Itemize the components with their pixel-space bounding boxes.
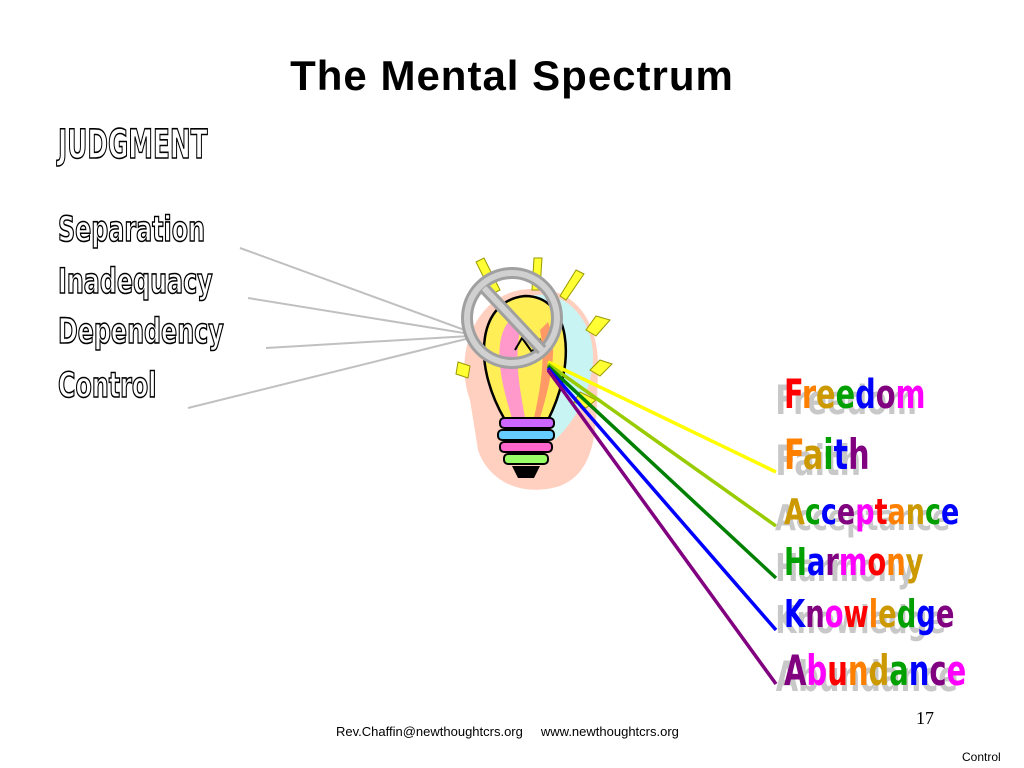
- letter: h: [848, 430, 870, 479]
- letter: F: [784, 430, 803, 479]
- positive-item-faith: Faith Faith: [775, 430, 870, 485]
- negative-item-separation: Separation: [57, 209, 206, 251]
- positive-item-label: Abundance: [784, 646, 966, 695]
- ray-blue: [546, 366, 778, 632]
- letter: d: [855, 372, 876, 418]
- letter: e: [836, 492, 856, 533]
- positive-item-abundance: Abundance Abundance: [776, 646, 967, 701]
- judgment-heading: JUDGMENT: [58, 121, 209, 169]
- slide-title: The Mental Spectrum: [290, 52, 734, 99]
- ray-yellow: [547, 360, 777, 474]
- letter: r: [801, 372, 817, 418]
- letter: A: [784, 646, 807, 695]
- letter: t: [833, 430, 849, 479]
- letter: g: [916, 592, 936, 636]
- letter: r: [825, 540, 839, 584]
- negative-line: [247, 297, 471, 335]
- letter: e: [946, 646, 967, 695]
- corner-label: Control: [962, 750, 1001, 764]
- letter: y: [905, 540, 924, 584]
- letter: e: [878, 592, 897, 636]
- letter: t: [874, 492, 888, 533]
- letter: a: [806, 540, 826, 584]
- ray-purple: [546, 368, 778, 686]
- positive-item-shadow: Freedom: [775, 378, 917, 424]
- letter: b: [806, 646, 828, 695]
- letter: l: [868, 592, 879, 636]
- letter: o: [875, 372, 896, 418]
- negative-line: [187, 337, 471, 409]
- letter: a: [889, 646, 909, 695]
- negative-item-inadequacy: Inadequacy: [57, 261, 213, 303]
- prohibition-icon: [461, 267, 563, 369]
- letter: c: [924, 492, 941, 533]
- letter: F: [784, 372, 802, 418]
- ray-green: [546, 364, 778, 580]
- positive-item-freedom: Freedom Freedom: [775, 372, 926, 424]
- negative-lines: [187, 247, 471, 409]
- letter: n: [886, 540, 906, 584]
- letter: n: [908, 646, 930, 695]
- positive-item-knowledge: Knowledge Knowledge: [775, 592, 954, 642]
- positive-item-label: Harmony: [784, 540, 924, 584]
- letter: e: [816, 372, 836, 418]
- positive-item-shadow: Faith: [775, 436, 862, 485]
- letter: a: [802, 430, 824, 479]
- letter: A: [784, 492, 805, 533]
- letter: c: [820, 492, 837, 533]
- letter: e: [935, 592, 955, 636]
- letter: d: [896, 592, 917, 636]
- positive-item-label: Freedom: [784, 372, 926, 418]
- letter: o: [824, 592, 844, 636]
- letter: K: [784, 592, 806, 636]
- positive-item-shadow: Acceptance: [775, 498, 951, 539]
- negative-line: [265, 335, 471, 349]
- positive-item-shadow: Knowledge: [775, 598, 946, 642]
- letter: m: [895, 372, 926, 418]
- letter: w: [843, 592, 869, 636]
- letter: u: [827, 646, 848, 695]
- page-number: 17: [916, 708, 934, 728]
- letter: e: [940, 492, 960, 533]
- letter: i: [823, 430, 834, 479]
- letter: n: [847, 646, 869, 695]
- negative-item-dependency: Dependency: [57, 311, 224, 353]
- positive-item-shadow: Harmony: [775, 546, 915, 590]
- negative-item-control: Control: [57, 365, 157, 407]
- positive-item-harmony: Harmony Harmony: [775, 540, 924, 590]
- letter: H: [784, 540, 807, 584]
- letter: c: [804, 492, 821, 533]
- letter: p: [855, 492, 875, 533]
- letter: n: [905, 492, 925, 533]
- footer: Rev.Chaffin@newthoughtcrs.org www.newthou…: [336, 724, 679, 739]
- footer-email: Rev.Chaffin@newthoughtcrs.org: [336, 724, 523, 739]
- letter: n: [805, 592, 825, 636]
- positive-rays: [546, 360, 778, 686]
- ray-yellowgreen: [546, 362, 778, 528]
- letter: d: [868, 646, 890, 695]
- letter: a: [887, 492, 906, 533]
- letter: c: [929, 646, 947, 695]
- positive-item-label: Knowledge: [784, 592, 954, 636]
- letter: o: [867, 540, 887, 584]
- negative-line: [239, 247, 471, 333]
- letter: e: [835, 372, 856, 418]
- positive-item-shadow: Abundance: [775, 652, 958, 701]
- positive-item-label: Acceptance: [784, 492, 959, 533]
- footer-website: www.newthoughtcrs.org: [540, 724, 679, 739]
- positive-item-acceptance: Acceptance Acceptance: [775, 492, 959, 539]
- positive-item-label: Faith: [784, 430, 870, 479]
- letter: m: [838, 540, 868, 584]
